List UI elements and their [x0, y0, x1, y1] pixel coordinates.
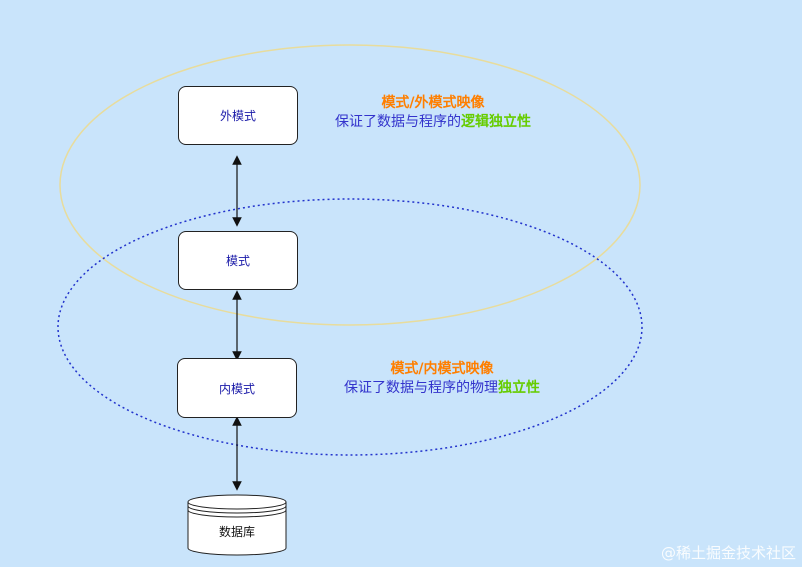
internal-schema-box: 内模式 — [177, 358, 297, 418]
external-mapping-desc: 保证了数据与程序的逻辑独立性 — [318, 113, 548, 132]
internal-mapping-region — [57, 198, 643, 456]
schema-label: 模式 — [225, 254, 250, 268]
internal-schema-label: 内模式 — [218, 381, 255, 396]
external-mapping-desc-text: 保证了数据与程序的 — [335, 114, 461, 130]
database-label: 数据库 — [218, 525, 255, 539]
external-mapping-title: 模式/外模式映像 — [381, 95, 485, 111]
internal-mapping-desc: 保证了数据与程序的物理独立性 — [322, 379, 562, 398]
external-mapping-region — [59, 44, 641, 326]
internal-mapping-desc-text: 保证了数据与程序的物理 — [344, 380, 498, 396]
watermark: @稀土掘金技术社区 — [660, 544, 796, 562]
external-mapping-note: 模式/外模式映像 保证了数据与程序的逻辑独立性 — [318, 94, 548, 132]
internal-mapping-title: 模式/内模式映像 — [390, 361, 494, 377]
internal-mapping-highlight: 独立性 — [498, 380, 540, 396]
external-mapping-highlight: 逻辑独立性 — [461, 114, 531, 130]
external-schema-box: 外模式 — [178, 86, 298, 145]
external-schema-label: 外模式 — [219, 109, 256, 123]
internal-mapping-note: 模式/内模式映像 保证了数据与程序的物理独立性 — [322, 360, 562, 398]
database-cylinder-icon — [187, 494, 287, 556]
schema-box: 模式 — [178, 231, 298, 290]
